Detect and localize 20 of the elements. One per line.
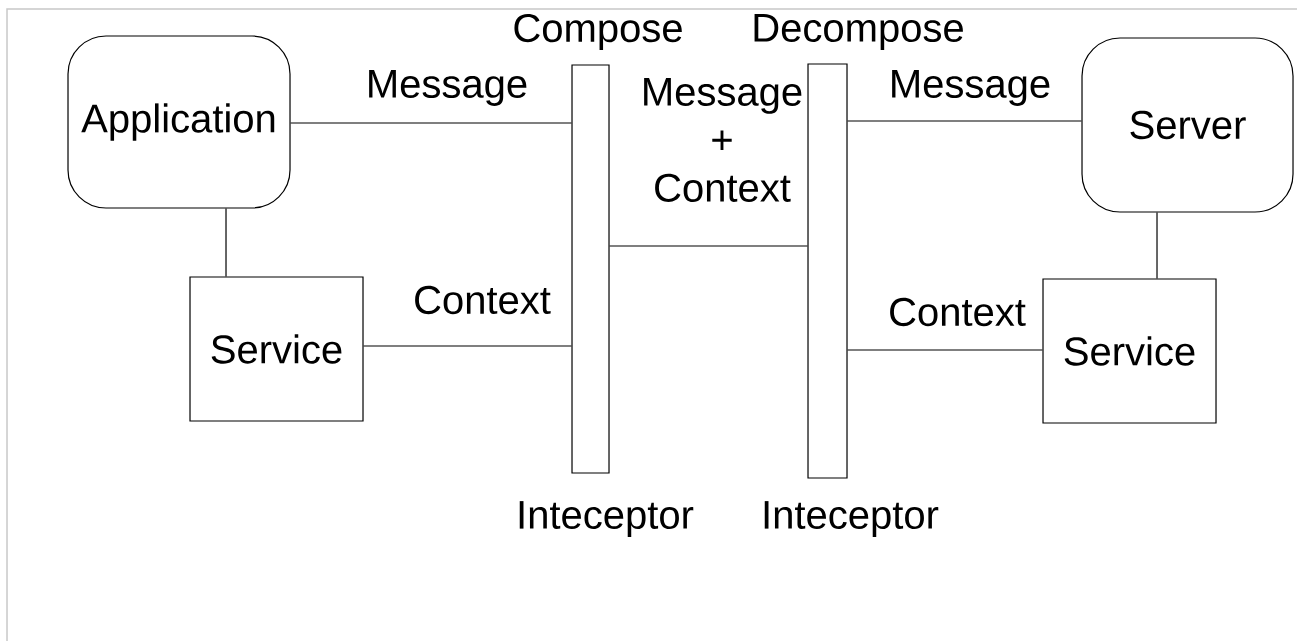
connector-line [847, 349, 1043, 351]
node-label: Inteceptor [519, 501, 694, 537]
node-label: Inteceptor [764, 501, 939, 537]
edge-label: Message + Context [644, 78, 802, 202]
service-box: Service [189, 276, 364, 422]
connector-line [609, 245, 808, 247]
edge-label: Context [890, 297, 1026, 327]
connector-line [363, 345, 572, 347]
connector-line [847, 120, 1082, 122]
edge-label: Message [892, 70, 1050, 106]
rounded-box: Application [67, 35, 291, 209]
edge-label: Context [415, 285, 551, 315]
rounded-box: Server [1081, 37, 1294, 213]
edge-label: Message [369, 70, 527, 106]
node-label: Compose [514, 13, 682, 51]
node-label: Decompose [754, 14, 963, 50]
service-box: Service [1042, 278, 1217, 424]
connector-line [290, 122, 572, 124]
connector-line [225, 208, 227, 277]
connector-line [1156, 212, 1158, 279]
